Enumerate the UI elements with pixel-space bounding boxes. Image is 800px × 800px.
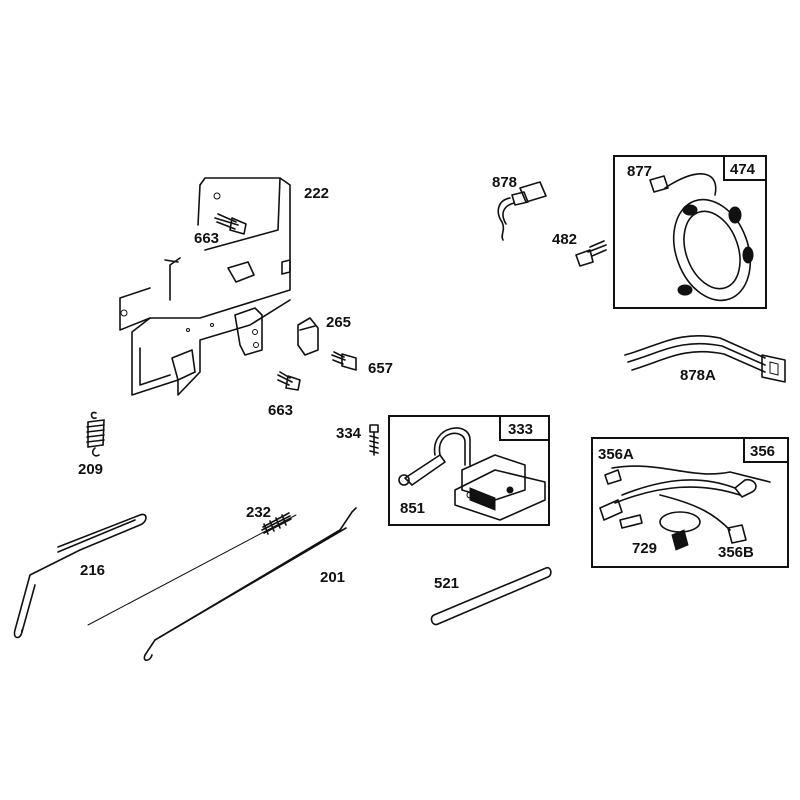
- screw-657: [331, 351, 357, 371]
- control-bracket-222: [119, 177, 291, 396]
- governor-link-232: [87, 512, 297, 626]
- label-222: 222: [304, 185, 329, 202]
- label-521: 521: [434, 575, 459, 592]
- label-216: 216: [80, 562, 105, 579]
- screw-334: [369, 424, 379, 456]
- label-265: 265: [326, 314, 351, 331]
- screw-482: [575, 240, 607, 267]
- connector-878: [497, 181, 547, 241]
- label-356B: 356B: [718, 544, 754, 561]
- spring-209: [86, 411, 105, 457]
- label-877: 877: [627, 163, 652, 180]
- screw-663-upper: [214, 213, 247, 235]
- rod-521: [430, 566, 552, 626]
- screw-663-lower: [277, 371, 301, 391]
- harness-box-356: [591, 437, 789, 568]
- label-474: 474: [730, 161, 756, 178]
- harness-878A: [624, 334, 786, 383]
- label-482: 482: [552, 231, 577, 248]
- label-851: 851: [400, 500, 425, 517]
- label-729: 729: [632, 540, 657, 557]
- label-878: 878: [492, 174, 517, 191]
- label-663-lower: 663: [268, 402, 293, 419]
- label-232: 232: [246, 504, 271, 521]
- ignition-box-333: [388, 415, 550, 526]
- label-356: 356: [750, 443, 775, 460]
- label-663-upper: 663: [194, 230, 219, 247]
- label-657: 657: [368, 360, 393, 377]
- choke-link-216: [13, 513, 147, 639]
- clip-265: [297, 317, 319, 356]
- throttle-link-201: [143, 507, 357, 662]
- label-334: 334: [336, 425, 362, 442]
- label-356A: 356A: [598, 446, 634, 463]
- label-333: 333: [508, 421, 533, 438]
- stator-box-474: [613, 155, 767, 309]
- label-878A: 878A: [680, 367, 716, 384]
- label-201: 201: [320, 569, 345, 586]
- label-209: 209: [78, 461, 103, 478]
